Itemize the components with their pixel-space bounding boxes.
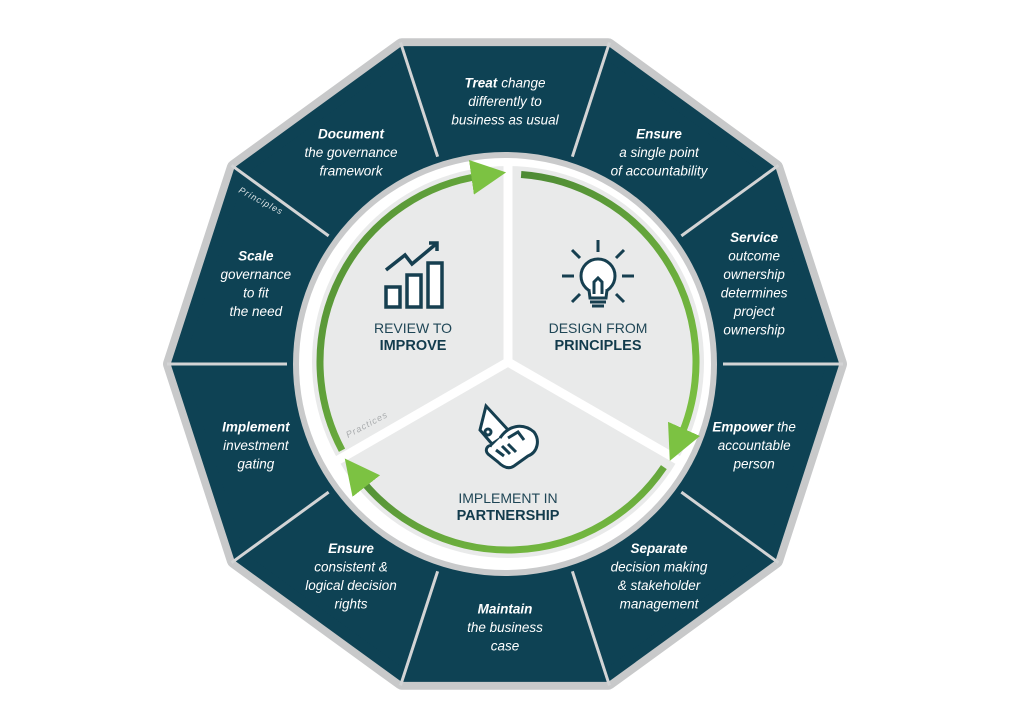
segment-heading: Treat change — [464, 76, 545, 91]
practice-label-line1: DESIGN FROM — [549, 320, 648, 336]
segment-divider — [570, 42, 611, 158]
principle-segment: Scale governance to fit the need — [221, 248, 292, 319]
segment-line: framework — [319, 164, 383, 179]
segment-line: & stakeholder — [618, 578, 701, 593]
practice-label-line2: IMPROVE — [380, 338, 447, 354]
segment-line: management — [620, 597, 700, 612]
segment-divider — [570, 570, 611, 686]
segment-heading: Scale — [238, 248, 274, 263]
principle-segment: Separate decision making & stakeholder mana… — [611, 541, 708, 612]
segment-line: business as usual — [451, 113, 559, 128]
segment-heading: Document — [318, 127, 385, 142]
segment-title: Empower — [712, 419, 774, 434]
segment-title: Ensure — [636, 127, 682, 142]
segment-divider — [399, 570, 440, 686]
principle-segment: Implement investment gating — [222, 419, 290, 471]
segment-line: consistent & — [314, 560, 388, 575]
segment-title: Service — [730, 230, 779, 245]
segment-line: gating — [237, 456, 274, 471]
segment-line: logical decision — [305, 578, 397, 593]
segment-title: Maintain — [478, 602, 533, 617]
segment-heading: Ensure — [328, 541, 374, 556]
handshake-icon — [478, 402, 539, 470]
segment-line: investment — [223, 438, 290, 453]
segment-title: Implement — [222, 419, 290, 434]
segment-line: ownership — [723, 322, 785, 337]
segment-line: the business — [467, 620, 543, 635]
bar-chart-growth-icon — [384, 241, 444, 309]
principle-segment: Treat change differently to business as usu… — [451, 76, 559, 128]
segment-line: outcome — [728, 248, 780, 263]
arrow-implement-to-review — [344, 458, 667, 554]
lightbulb-icon — [562, 240, 634, 308]
segment-title: Document — [318, 127, 385, 142]
practice-label-line2: PRINCIPLES — [554, 338, 641, 354]
segment-line: the governance — [304, 145, 397, 160]
arrow-review-to-design — [316, 159, 507, 452]
practice-label-line2: PARTNERSHIP — [457, 508, 560, 524]
segment-line: determines — [721, 285, 788, 300]
practice-label-line1: REVIEW TO — [374, 320, 452, 336]
principle-segment: Maintain the business case — [467, 602, 543, 654]
cycle-arrows — [316, 159, 701, 554]
segment-divider — [680, 164, 780, 238]
principle-segment: Document the governance framework — [304, 127, 397, 179]
segment-heading: Separate — [630, 541, 688, 556]
segment-heading: Ensure — [636, 127, 682, 142]
segment-line: case — [491, 639, 520, 654]
segment-dividers — [167, 42, 843, 686]
principle-segment: Ensure consistent & logical decision rights — [305, 541, 397, 612]
segment-title: Separate — [630, 541, 688, 556]
segment-line: of accountability — [611, 164, 709, 179]
segment-heading: Implement — [222, 419, 290, 434]
segment-title-suffix: the — [777, 419, 796, 434]
segment-line: rights — [334, 597, 367, 612]
segment-line: differently to — [468, 94, 542, 109]
segment-heading: Maintain — [478, 602, 533, 617]
segment-divider — [680, 490, 780, 564]
segment-line: decision making — [611, 560, 708, 575]
segment-line: to fit — [243, 285, 270, 300]
practice-label-line1: IMPLEMENT IN — [458, 490, 557, 506]
segment-line: accountable — [718, 438, 791, 453]
practice-sector-dividers — [330, 160, 686, 467]
arrow-design-to-implement — [520, 170, 701, 461]
segment-heading: Service — [730, 230, 779, 245]
principle-segment: Ensure a single point of accountability — [611, 127, 709, 179]
principle-segments: Treat change differently to business as usu… — [221, 76, 796, 654]
segment-line: ownership — [723, 267, 785, 282]
segment-title: Scale — [238, 248, 274, 263]
principle-segment: Service outcome ownership determines project… — [721, 230, 788, 337]
segment-title: Ensure — [328, 541, 374, 556]
segment-line: project — [733, 304, 776, 319]
segment-line: a single point — [619, 145, 700, 160]
segment-line: person — [733, 456, 775, 471]
practice-labels: REVIEW TO IMPROVE DESIGN FROM PRINCIPLES IMP… — [374, 320, 647, 524]
segment-divider — [230, 490, 330, 564]
segment-title-suffix: change — [501, 76, 545, 91]
segment-title: Treat — [464, 76, 497, 91]
segment-line: governance — [221, 267, 292, 282]
segment-line: the need — [230, 304, 283, 319]
segment-divider — [230, 164, 330, 238]
segment-divider — [399, 42, 440, 158]
